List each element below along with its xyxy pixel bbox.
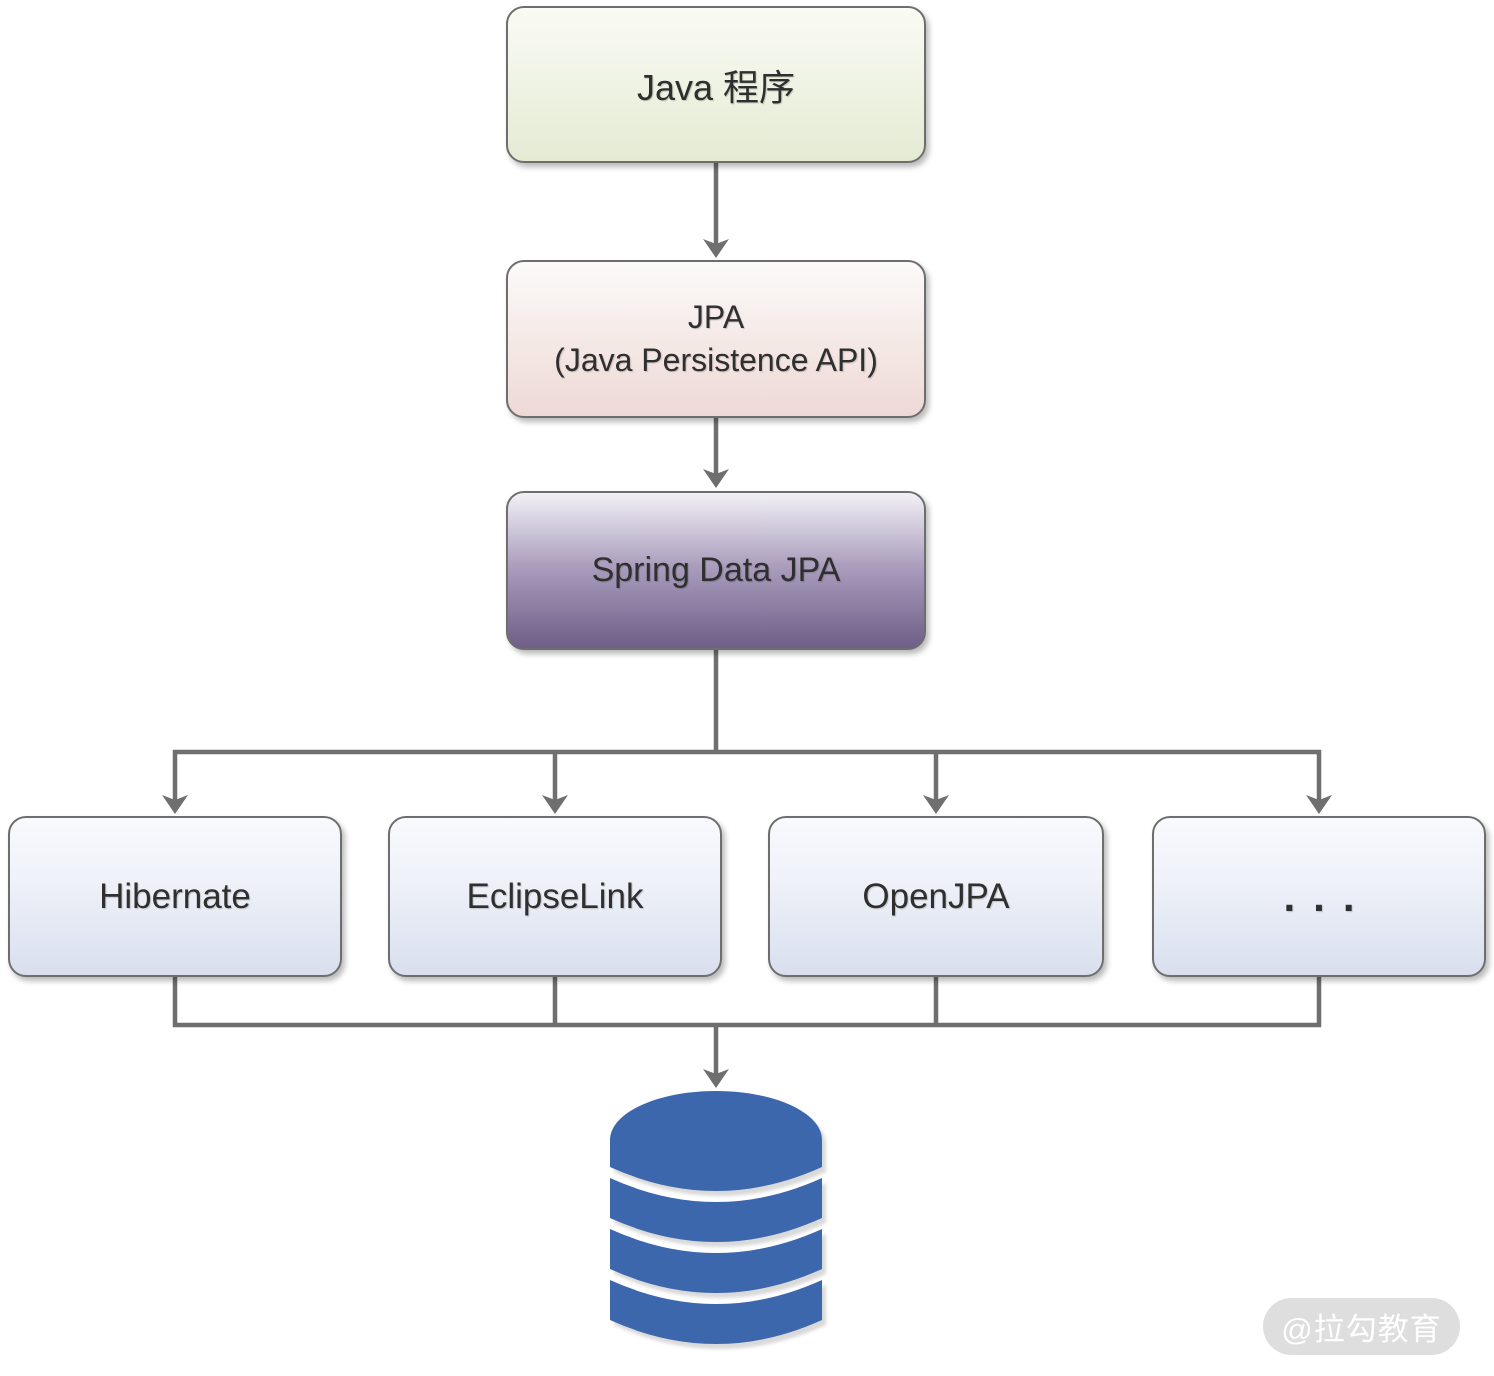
node-java-program: Java 程序 (506, 6, 926, 163)
node-eclipselink: EclipseLink (388, 816, 722, 977)
arrow-down-icon (703, 469, 729, 488)
node-hibernate: Hibernate (8, 816, 342, 977)
node-label: Java 程序 (636, 66, 796, 108)
arrow-down-icon (162, 795, 188, 814)
node-label: EclipseLink (466, 876, 644, 916)
node-label: OpenJPA (862, 876, 1010, 916)
arrow-down-icon (923, 795, 949, 814)
watermark-badge: @拉勾教育 (1263, 1298, 1460, 1355)
database-top-disk (610, 1091, 822, 1191)
node-openjpa: OpenJPA (768, 816, 1104, 977)
node-label-line2: (Java Persistence API) (554, 342, 878, 378)
arrow-down-icon (1306, 795, 1332, 814)
database-band (610, 1229, 822, 1293)
arrow-down-icon (542, 795, 568, 814)
node-label: Hibernate (99, 876, 251, 916)
node-others-ellipsis: ... (1152, 816, 1486, 977)
node-jpa: JPA (Java Persistence API) (506, 260, 926, 418)
arrow-down-icon (703, 239, 729, 258)
node-label-line1: JPA (687, 298, 745, 335)
watermark-text: @拉勾教育 (1281, 1312, 1442, 1347)
database-band (610, 1178, 822, 1242)
node-label: ... (1283, 872, 1373, 920)
node-spring-data-jpa: Spring Data JPA (506, 491, 926, 650)
arrow-down-icon (703, 1069, 729, 1088)
database-band (610, 1280, 822, 1344)
database-icon (610, 1091, 822, 1344)
node-label: Spring Data JPA (591, 551, 841, 589)
